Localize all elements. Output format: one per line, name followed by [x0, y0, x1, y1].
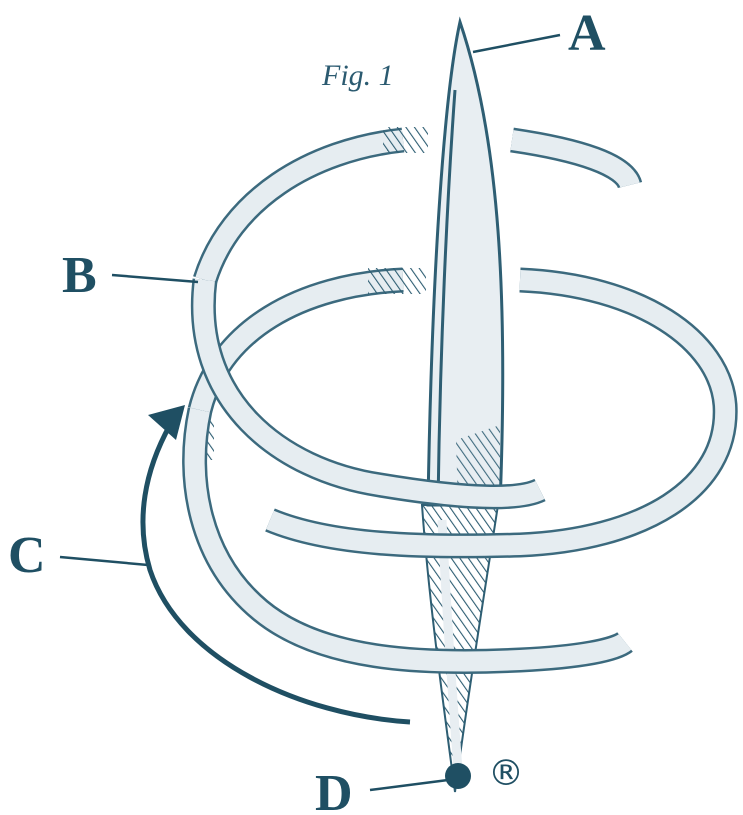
coil-front — [182, 127, 738, 675]
label-a: A — [568, 5, 606, 62]
figure-caption: Fig. 1 — [321, 59, 394, 92]
eye-point — [445, 763, 471, 789]
needle-blade — [426, 16, 505, 507]
rotation-arrow — [140, 405, 411, 725]
leader-lines — [59, 33, 561, 792]
label-c: C — [8, 527, 46, 584]
label-b: B — [62, 247, 97, 304]
label-d: D — [315, 765, 353, 815]
registered-mark: ® — [488, 753, 524, 794]
